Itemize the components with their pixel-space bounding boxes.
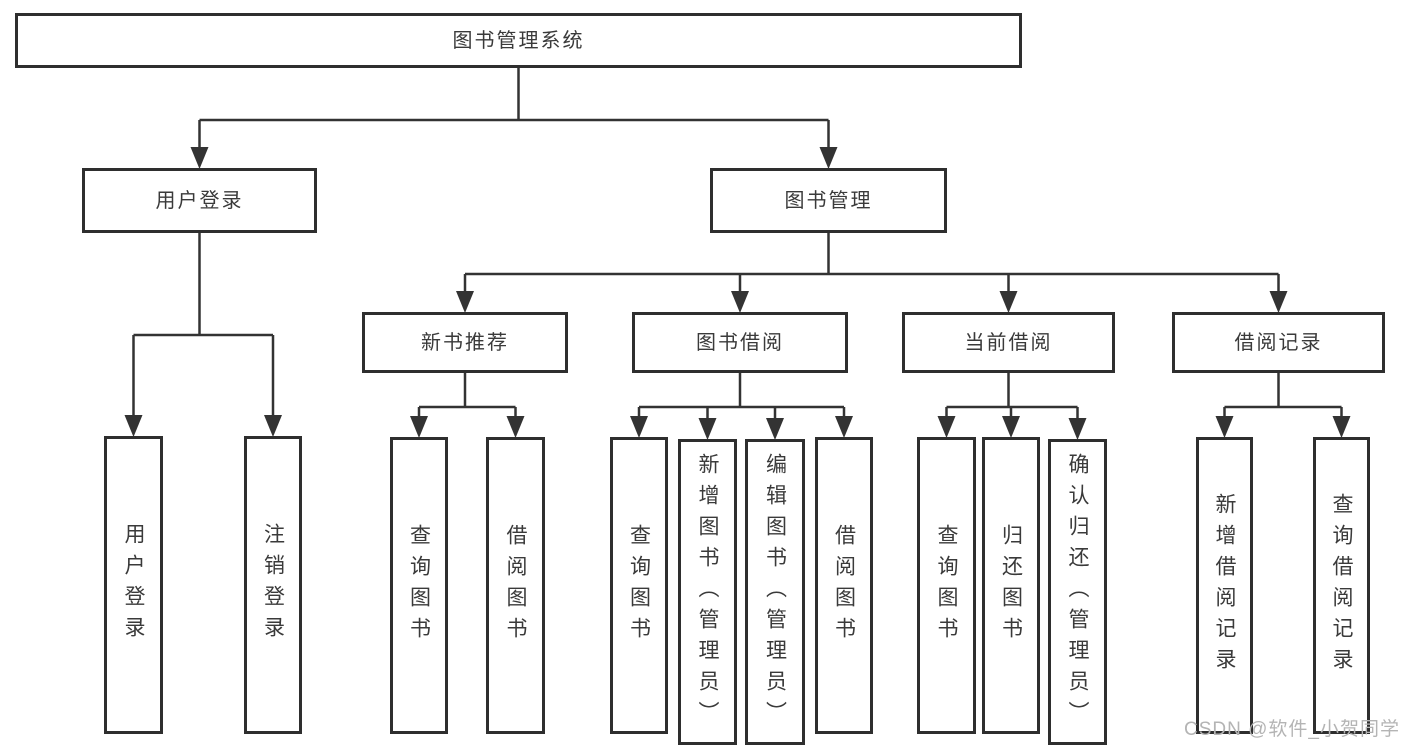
arrowhead-icon xyxy=(1332,416,1351,438)
arrowhead-icon xyxy=(630,416,648,438)
node-leaf-borrow-books-1: 借阅图书 xyxy=(486,437,545,734)
node-label: 归还图书 xyxy=(999,523,1023,648)
arrowhead-icon xyxy=(190,147,209,169)
node-label: 借阅图书 xyxy=(832,523,856,648)
node-label: 注销登录 xyxy=(261,523,285,647)
node-label: 图书管理 xyxy=(784,189,873,212)
node-borrow-records: 借阅记录 xyxy=(1172,312,1385,373)
node-label: 查询图书 xyxy=(627,523,651,648)
node-leaf-query-books-2: 查询图书 xyxy=(610,437,668,734)
node-leaf-return-books: 归还图书 xyxy=(982,437,1040,734)
watermark: CSDN @软件_小贺同学 xyxy=(1184,719,1400,740)
arrowhead-icon xyxy=(731,291,749,313)
arrowhead-icon xyxy=(456,291,474,313)
node-leaf-borrow-books-2: 借阅图书 xyxy=(815,437,873,734)
node-user-login: 用户登录 xyxy=(82,168,317,233)
node-book-management: 图书管理 xyxy=(710,168,947,233)
arrowhead-icon xyxy=(264,415,282,437)
node-root: 图书管理系统 xyxy=(15,13,1022,68)
node-leaf-query-borrow-record: 查询借阅记录 xyxy=(1313,437,1370,734)
node-label: 查询借阅记录 xyxy=(1330,492,1353,679)
node-label: 借阅图书 xyxy=(504,523,527,648)
arrowhead-icon xyxy=(1002,416,1020,438)
node-label: 当前借阅 xyxy=(964,331,1053,354)
arrowhead-icon xyxy=(410,416,428,438)
arrowhead-icon xyxy=(937,416,956,438)
node-leaf-add-book-admin: 新增图书（管理员） xyxy=(678,439,737,745)
node-new-book-recommend: 新书推荐 xyxy=(362,312,568,373)
arrowhead-icon xyxy=(124,415,143,437)
node-label: 新增图书（管理员） xyxy=(696,452,719,732)
node-leaf-user-login: 用户登录 xyxy=(104,436,163,734)
arrowhead-icon xyxy=(1269,291,1288,313)
node-leaf-query-books-3: 查询图书 xyxy=(917,437,976,734)
arrowhead-icon xyxy=(506,416,525,438)
node-label: 用户登录 xyxy=(155,189,244,212)
arrowhead-icon xyxy=(766,418,784,440)
node-book-borrowing: 图书借阅 xyxy=(632,312,848,373)
node-label: 新书推荐 xyxy=(421,331,509,354)
arrowhead-icon xyxy=(835,416,853,438)
arrowhead-icon xyxy=(1215,416,1234,438)
node-leaf-confirm-return-admin: 确认归还（管理员） xyxy=(1048,439,1107,745)
node-label: 查询图书 xyxy=(407,523,431,648)
arrowhead-icon xyxy=(999,291,1018,313)
node-leaf-edit-book-admin: 编辑图书（管理员） xyxy=(745,439,805,745)
node-current-borrowing: 当前借阅 xyxy=(902,312,1115,373)
node-label: 用户登录 xyxy=(122,523,145,647)
node-label: 图书借阅 xyxy=(696,331,784,354)
node-label: 借阅记录 xyxy=(1234,331,1323,354)
node-label: 编辑图书（管理员） xyxy=(763,452,787,732)
node-label: 查询图书 xyxy=(935,523,958,648)
node-label: 新增借阅记录 xyxy=(1213,492,1236,679)
node-leaf-query-books-1: 查询图书 xyxy=(390,437,448,734)
node-leaf-add-borrow-record: 新增借阅记录 xyxy=(1196,437,1253,734)
node-label: 图书管理系统 xyxy=(452,29,585,52)
node-label: 确认归还（管理员） xyxy=(1066,452,1089,732)
arrowhead-icon xyxy=(819,147,838,169)
node-leaf-logout: 注销登录 xyxy=(244,436,302,734)
arrowhead-icon xyxy=(1068,418,1087,440)
arrowhead-icon xyxy=(698,418,717,440)
